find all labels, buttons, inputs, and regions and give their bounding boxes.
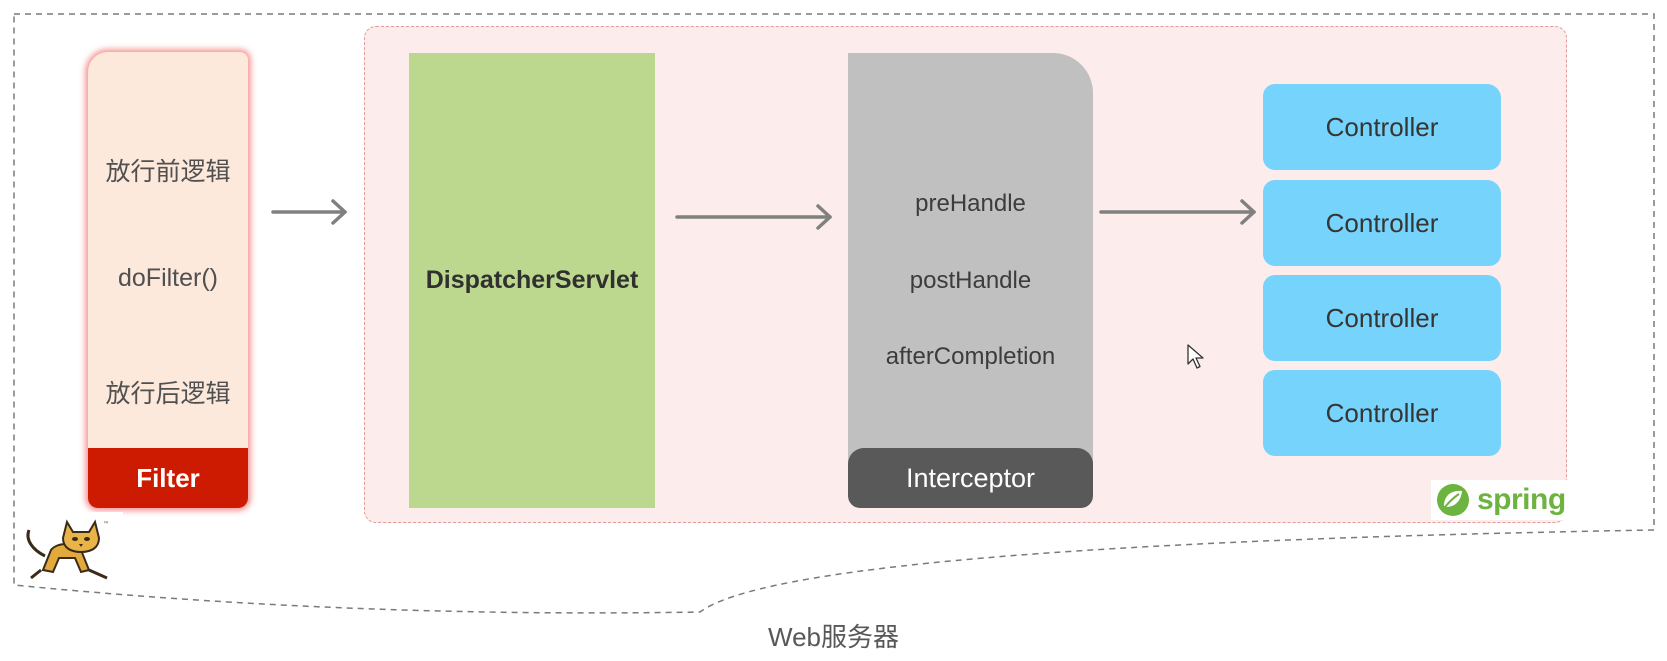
filter-label: Filter: [88, 448, 248, 508]
right-arrow-icon: [271, 199, 347, 225]
filter-before-logic: 放行前逻辑: [105, 158, 231, 186]
filter-do-filter: doFilter(): [117, 264, 218, 292]
right-arrow-icon: [1099, 199, 1256, 225]
filter-after-logic: 放行后逻辑: [105, 380, 231, 408]
web-server-label: Web服务器: [768, 622, 899, 652]
interceptor-aftercompletion: afterCompletion: [885, 343, 1056, 370]
tomcat-logo-icon: ™: [15, 512, 123, 582]
spring-leaf-icon: [1437, 484, 1469, 516]
controller-label: Controller: [1325, 111, 1439, 142]
interceptor-posthandle: postHandle: [909, 267, 1032, 294]
controller-box: Controller: [1263, 370, 1501, 456]
interceptor-prehandle: preHandle: [915, 190, 1026, 217]
dispatcher-servlet-box: DispatcherServlet: [409, 53, 655, 508]
controller-label: Controller: [1325, 207, 1439, 238]
filter-box: 放行前逻辑 doFilter() 放行后逻辑 Filter: [88, 52, 248, 508]
controller-label: Controller: [1325, 302, 1439, 333]
controller-box: Controller: [1263, 84, 1501, 170]
controller-label: Controller: [1325, 397, 1439, 428]
spring-logo: spring: [1431, 480, 1570, 520]
controller-box: Controller: [1263, 180, 1501, 266]
svg-text:™: ™: [103, 521, 109, 528]
spring-logo-text: spring: [1477, 483, 1566, 516]
interceptor-label: Interceptor: [848, 448, 1093, 508]
dispatcher-servlet-label: DispatcherServlet: [425, 266, 639, 294]
controller-box: Controller: [1263, 275, 1501, 361]
right-arrow-icon: [675, 204, 832, 230]
mouse-pointer-icon: [1187, 344, 1204, 369]
interceptor-box: preHandle postHandle afterCompletion Int…: [848, 53, 1093, 508]
